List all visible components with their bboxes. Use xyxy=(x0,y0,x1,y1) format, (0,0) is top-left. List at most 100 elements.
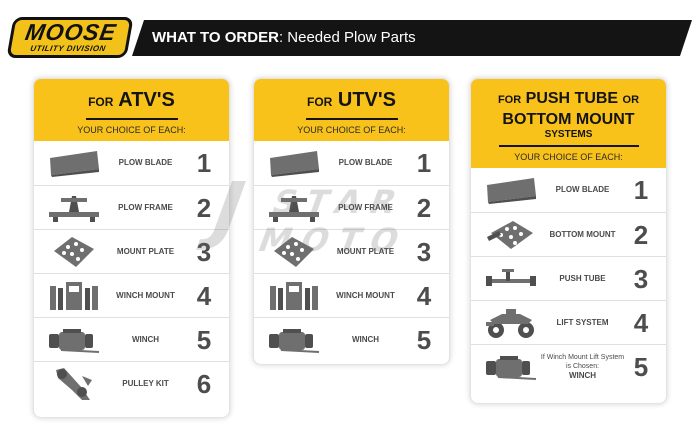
part-label: WINCH MOUNT xyxy=(322,291,409,301)
part-name: PLOW FRAME xyxy=(118,202,173,212)
panel-header: FOR ATV'S YOUR CHOICE OF EACH: xyxy=(34,79,229,141)
choice-caption: YOUR CHOICE OF EACH: xyxy=(297,125,406,135)
title-main-2: BOTTOM MOUNT xyxy=(502,111,635,128)
part-number: 6 xyxy=(196,368,212,399)
panel-header: FOR PUSH TUBE OR BOTTOM MOUNT SYSTEMS YO… xyxy=(471,79,666,168)
part-number: 5 xyxy=(416,324,432,355)
part-number: 2 xyxy=(633,219,649,250)
panel-push-tube-bottom-mount: FOR PUSH TUBE OR BOTTOM MOUNT SYSTEMS YO… xyxy=(470,78,667,404)
logo-division: UTILITY DIVISION xyxy=(29,44,107,53)
lift-system-icon xyxy=(483,306,539,340)
part-name: MOUNT PLATE xyxy=(336,246,395,256)
winch-icon xyxy=(46,323,102,357)
part-number: 4 xyxy=(196,280,212,311)
part-number: 1 xyxy=(633,175,649,205)
part-note: If Winch Mount Lift System is Chosen: xyxy=(540,353,625,370)
part-name: MOUNT PLATE xyxy=(116,246,175,256)
part-row: MOUNT PLATE 3 xyxy=(254,229,449,273)
part-name: WINCH xyxy=(131,334,160,344)
winch-mount-icon xyxy=(46,279,102,313)
part-name: PLOW BLADE xyxy=(555,185,610,194)
part-label: PLOW FRAME xyxy=(322,203,409,213)
title-rule xyxy=(85,118,178,120)
part-label: PUSH TUBE xyxy=(539,274,626,284)
header-banner: WHAT TO ORDER: Needed Plow Parts xyxy=(132,20,692,56)
bottom-mount-icon xyxy=(483,218,539,252)
part-name: BOTTOM MOUNT xyxy=(549,229,616,239)
part-row: PLOW BLADE 1 xyxy=(254,141,449,185)
part-number: 2 xyxy=(196,192,212,223)
part-row: MOUNT PLATE 3 xyxy=(34,229,229,273)
part-label: PLOW FRAME xyxy=(102,203,189,213)
banner-subtitle: : Needed Plow Parts xyxy=(278,29,416,46)
part-label: PLOW BLADE xyxy=(539,185,626,195)
part-row: WINCH MOUNT 4 xyxy=(34,273,229,317)
part-row: PLOW BLADE 1 xyxy=(471,168,666,212)
title-main: ATV'S xyxy=(118,89,175,111)
part-label: PLOW BLADE xyxy=(322,158,409,168)
part-row: PLOW FRAME 2 xyxy=(254,185,449,229)
part-name: PLOW FRAME xyxy=(338,202,393,212)
choice-caption: YOUR CHOICE OF EACH: xyxy=(514,152,623,162)
winch-icon xyxy=(266,323,322,357)
pulley-kit-icon xyxy=(46,367,102,401)
part-row: WINCH 5 xyxy=(254,317,449,361)
part-number: 2 xyxy=(416,192,432,223)
title-prefix: FOR xyxy=(88,95,114,109)
part-name: LIFT SYSTEM xyxy=(556,317,609,327)
part-number: 1 xyxy=(196,148,212,178)
push-tube-icon xyxy=(483,262,539,296)
banner-title: WHAT TO ORDER xyxy=(152,29,279,46)
part-name: WINCH xyxy=(351,334,380,344)
part-name: PLOW BLADE xyxy=(118,158,173,167)
part-label: MOUNT PLATE xyxy=(102,247,189,257)
part-number: 4 xyxy=(633,307,649,338)
plow-frame-icon xyxy=(46,191,102,225)
part-label: PLOW BLADE xyxy=(102,158,189,168)
logo-wordmark: MOOSE xyxy=(23,19,119,45)
panel-utv: FOR UTV'S YOUR CHOICE OF EACH: PLOW BLAD… xyxy=(253,78,450,365)
choice-caption: YOUR CHOICE OF EACH: xyxy=(77,125,186,135)
part-name: WINCH MOUNT xyxy=(116,290,175,300)
title-prefix: FOR xyxy=(306,95,333,109)
panel-header: FOR UTV'S YOUR CHOICE OF EACH: xyxy=(254,79,449,141)
part-label: MOUNT PLATE xyxy=(322,247,409,257)
winch-icon xyxy=(483,350,539,384)
title-systems: SYSTEMS xyxy=(544,129,593,140)
title-or: OR xyxy=(622,94,640,106)
part-name: WINCH MOUNT xyxy=(336,290,395,300)
part-number: 1 xyxy=(416,148,432,178)
plow-frame-icon xyxy=(266,191,322,225)
part-number: 4 xyxy=(416,280,432,311)
part-row: WINCH MOUNT 4 xyxy=(254,273,449,317)
part-name: PUSH TUBE xyxy=(559,273,606,283)
part-label: BOTTOM MOUNT xyxy=(539,230,626,240)
part-row: PULLEY KIT 6 xyxy=(34,361,229,405)
part-row: LIFT SYSTEM 4 xyxy=(471,300,666,344)
part-name: PULLEY KIT xyxy=(122,378,169,388)
title-main: UTV'S xyxy=(337,89,396,111)
part-label: WINCH xyxy=(322,335,409,345)
part-label: WINCH MOUNT xyxy=(102,291,189,301)
winch-mount-icon xyxy=(266,279,322,313)
part-row: PLOW FRAME 2 xyxy=(34,185,229,229)
part-name: PLOW BLADE xyxy=(338,158,393,167)
plow-blade-icon xyxy=(483,173,539,207)
mount-plate-icon xyxy=(46,235,102,269)
part-number: 3 xyxy=(416,236,432,267)
title-rule xyxy=(498,145,639,147)
panel-atv: FOR ATV'S YOUR CHOICE OF EACH: PLOW BLAD… xyxy=(33,78,230,418)
part-row: BOTTOM MOUNT 2 xyxy=(471,212,666,256)
part-number: 3 xyxy=(196,236,212,267)
part-label: If Winch Mount Lift System is Chosen:WIN… xyxy=(539,353,626,381)
plow-blade-icon xyxy=(46,146,102,180)
mount-plate-icon xyxy=(266,235,322,269)
title-main: PUSH TUBE xyxy=(525,90,619,107)
part-label: WINCH xyxy=(102,335,189,345)
part-name: WINCH xyxy=(568,370,597,380)
title-prefix: FOR xyxy=(497,94,522,106)
